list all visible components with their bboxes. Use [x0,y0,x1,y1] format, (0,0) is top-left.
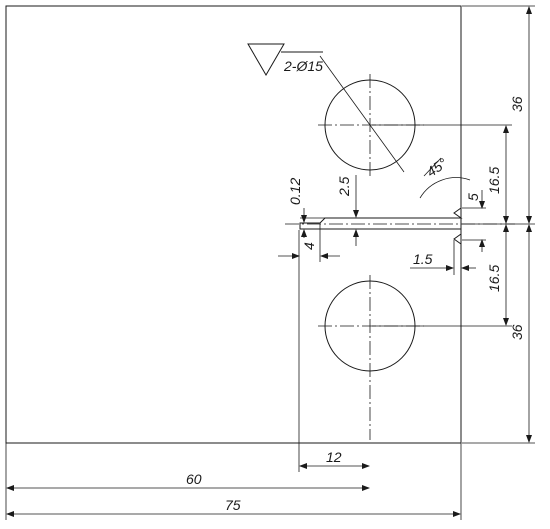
dim-tip-gap: 5 [465,193,481,201]
hole-callout-label: 2-Ø15 [283,58,323,74]
notch-slot [299,204,463,245]
dim-lower-36: 36 [509,324,525,340]
dim-step: 1.5 [413,251,433,267]
specimen-outline [5,5,462,444]
dim-upper-16-5: 16.5 [486,167,502,194]
dim-thin-gap: 0.12 [287,178,303,205]
dim-upper-36: 36 [509,96,525,112]
dim-notch-depth: 4 [301,242,317,250]
hole-callout-leader [319,55,405,173]
angle-label: 45° [423,154,450,179]
surface-finish-symbol [247,43,323,76]
dim-overall-width: 75 [225,497,241,513]
angle-leader [423,157,442,177]
angle-arc [419,177,471,199]
dim-slot-width: 2.5 [336,176,352,197]
dim-lower-16-5: 16.5 [486,265,502,292]
dim-half-width: 60 [186,471,202,487]
dim-notch-offset: 12 [326,449,342,465]
